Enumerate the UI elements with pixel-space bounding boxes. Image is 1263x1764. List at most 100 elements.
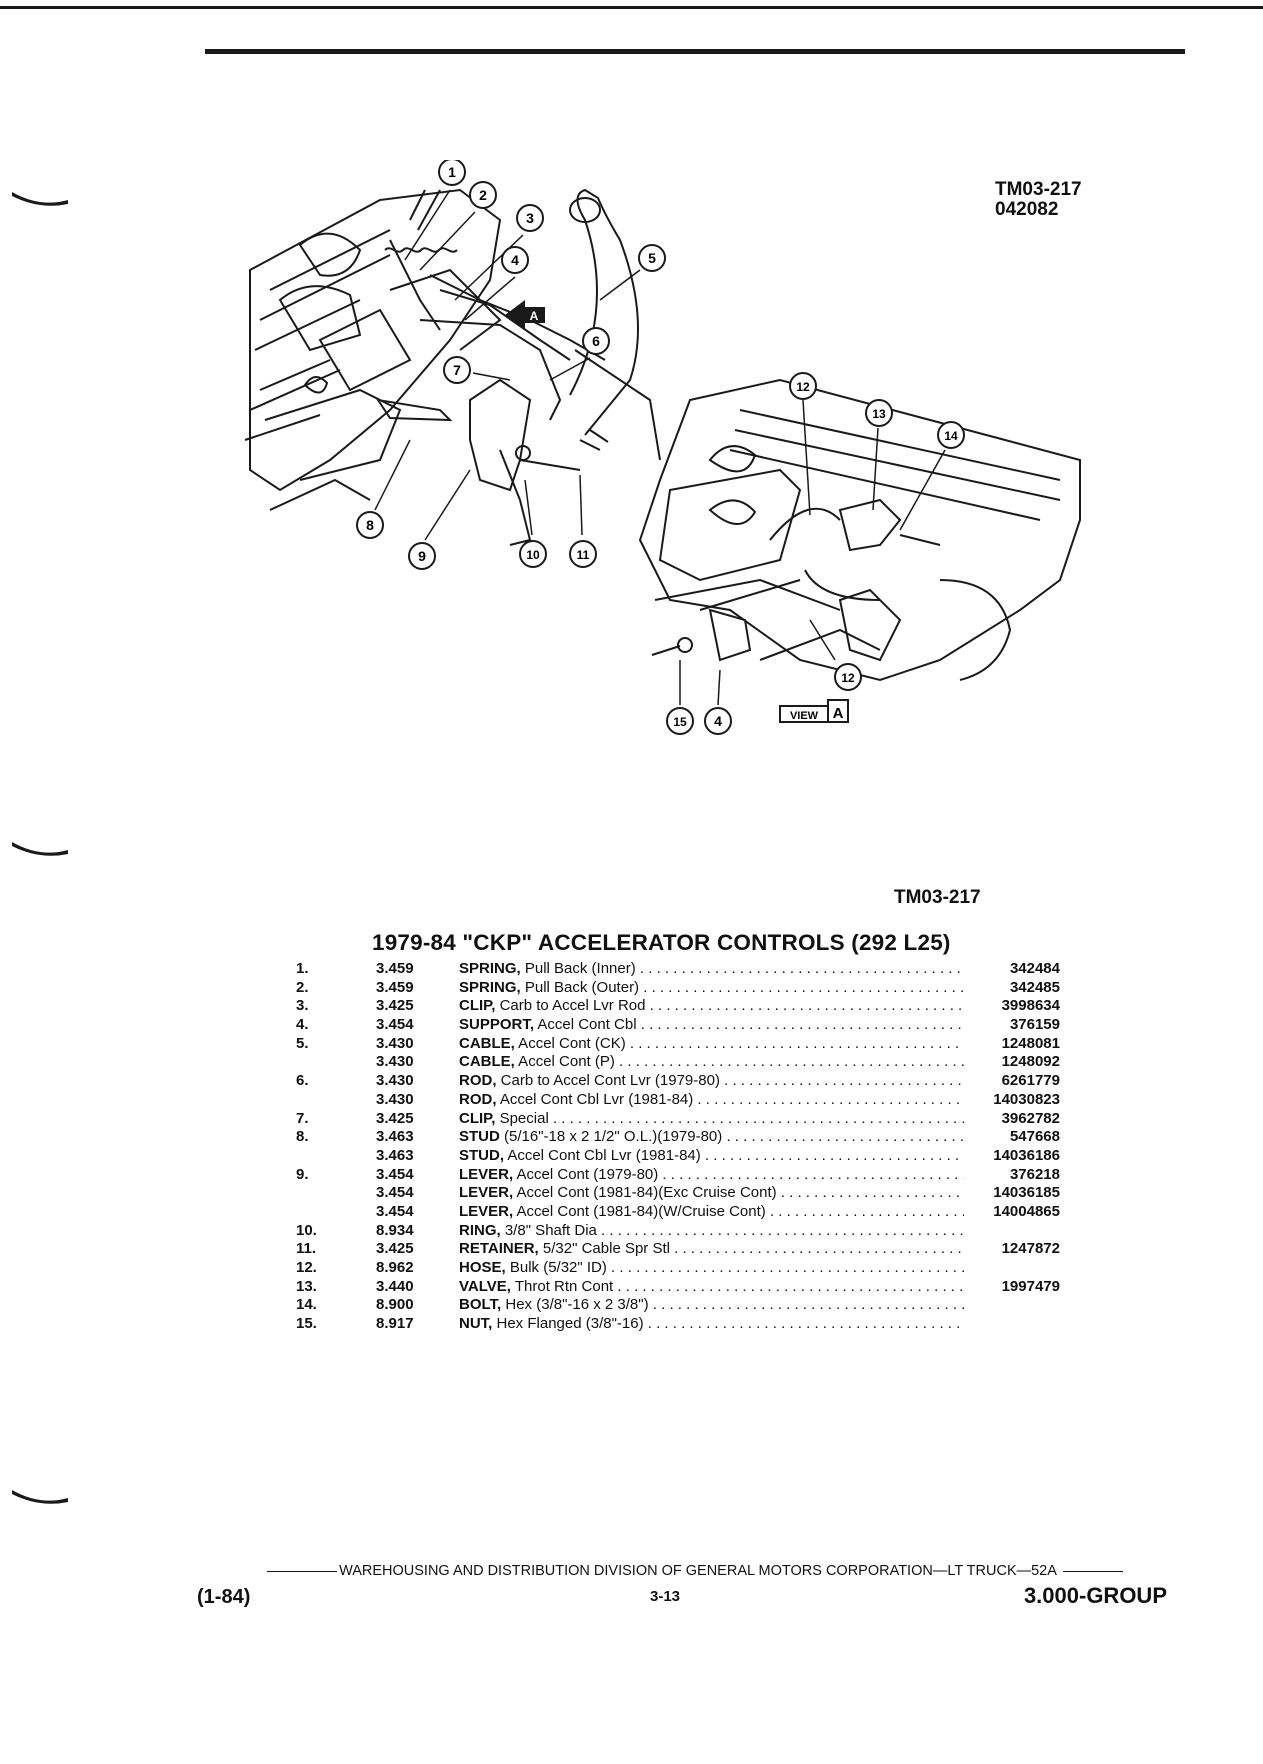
part-description: CABLE, Accel Cont (P) xyxy=(459,1053,964,1072)
group-number: 3.425 xyxy=(376,1240,414,1258)
part-name: NUT, xyxy=(459,1315,493,1333)
engine-left-sketch xyxy=(244,188,502,511)
part-description: ROD, Accel Cont Cbl Lvr (1981-84) xyxy=(459,1091,964,1110)
part-detail: 3/8" Shaft Dia xyxy=(500,1221,597,1239)
part-number: 14036186 xyxy=(993,1146,1060,1164)
callout-14: 14 xyxy=(937,421,965,449)
svg-text:2: 2 xyxy=(479,187,487,203)
part-detail: Accel Cont (P) xyxy=(514,1053,615,1071)
part-name: CABLE, xyxy=(459,1053,515,1071)
part-detail: Bulk (5/32" ID) xyxy=(505,1259,607,1276)
part-number: 1248092 xyxy=(1001,1053,1060,1071)
svg-text:12: 12 xyxy=(796,380,810,394)
part-description: STUD (5/16"-18 x 2 1/2" O.L.)(1979-80) xyxy=(459,1128,964,1147)
arrow-a-marker: A xyxy=(505,300,545,330)
part-detail: Pull Back (Inner) xyxy=(520,960,636,977)
svg-text:9: 9 xyxy=(418,548,426,564)
group-number: 3.430 xyxy=(376,1034,414,1052)
part-number: 1248081 xyxy=(1001,1034,1060,1052)
part-number: 376159 xyxy=(1009,1016,1060,1034)
view-label: VIEW xyxy=(790,710,819,722)
part-description: ROD, Carb to Accel Cont Lvr (1979-80) xyxy=(459,1072,964,1091)
part-detail: Carb to Accel Cont Lvr (1979-80) xyxy=(496,1072,720,1090)
part-name: CLIP, xyxy=(459,1109,496,1127)
callout-11: 11 xyxy=(569,540,597,568)
part-name: STUD xyxy=(459,1128,500,1146)
linkage-sketch xyxy=(375,188,661,546)
footer-group-label: 3.000-GROUP xyxy=(1023,1583,1167,1608)
group-number: 3.463 xyxy=(376,1128,414,1146)
item-number: 3. xyxy=(296,997,309,1015)
part-name: SUPPORT, xyxy=(459,1016,535,1034)
top-edge-rule xyxy=(0,6,1263,9)
group-number: 8.917 xyxy=(376,1315,414,1333)
part-detail: 5/32" Cable Spr Stl xyxy=(538,1240,670,1258)
svg-text:4: 4 xyxy=(511,252,519,268)
callout-15: 15 xyxy=(666,707,694,735)
callout-4: 4 xyxy=(501,246,529,274)
part-detail: Special xyxy=(495,1109,549,1127)
group-number: 3.454 xyxy=(376,1202,414,1220)
part-number: 14036185 xyxy=(993,1184,1060,1202)
svg-text:5: 5 xyxy=(648,250,656,266)
part-name: RING, xyxy=(459,1221,501,1239)
group-number: 3.454 xyxy=(376,1165,414,1183)
item-number: 15. xyxy=(296,1315,317,1333)
group-number: 3.463 xyxy=(376,1146,414,1164)
item-number: 7. xyxy=(296,1109,309,1127)
part-name: RETAINER, xyxy=(459,1240,539,1258)
part-detail: Accel Cont (1981-84)(Exc Cruise Cont) xyxy=(513,1184,777,1202)
view-letter: A xyxy=(833,705,844,722)
part-detail: Accel Cont Cbl Lvr (1981-84) xyxy=(504,1146,701,1164)
item-number: 13. xyxy=(296,1277,317,1295)
part-detail: Throt Rtn Cont xyxy=(510,1277,614,1295)
item-number: 1. xyxy=(296,960,309,977)
part-number: 547668 xyxy=(1009,1128,1060,1146)
callout-13: 13 xyxy=(865,399,893,427)
part-name: CLIP, xyxy=(459,997,496,1015)
part-description: SUPPORT, Accel Cont Cbl xyxy=(459,1016,964,1035)
group-number: 3.440 xyxy=(376,1277,414,1295)
group-number: 3.454 xyxy=(376,1016,414,1034)
section-title: 1979-84 "CKP" ACCELERATOR CONTROLS (292 … xyxy=(372,930,951,955)
item-number: 5. xyxy=(296,1034,309,1052)
part-number: 3998634 xyxy=(1001,997,1060,1015)
figure-code: TM03-217 xyxy=(995,179,1082,200)
item-number: 9. xyxy=(296,1165,309,1183)
group-number: 8.962 xyxy=(376,1259,414,1276)
svg-text:8: 8 xyxy=(366,517,374,533)
callout-9: 9 xyxy=(408,542,436,570)
svg-text:7: 7 xyxy=(453,362,461,378)
group-number: 3.454 xyxy=(376,1184,414,1202)
item-number: 6. xyxy=(296,1072,309,1090)
part-description: LEVER, Accel Cont (1979-80) xyxy=(459,1166,964,1185)
part-description: RING, 3/8" Shaft Dia xyxy=(459,1222,964,1241)
svg-text:6: 6 xyxy=(592,333,600,349)
part-description: LEVER, Accel Cont (1981-84)(Exc Cruise C… xyxy=(459,1184,964,1203)
part-number: 14030823 xyxy=(993,1090,1060,1108)
part-name: LEVER, xyxy=(459,1184,514,1202)
figure-reference-top: TM03-217 042082 xyxy=(995,180,1082,220)
callout-4-second: 4 xyxy=(704,707,732,735)
callout-12-second: 12 xyxy=(834,663,862,691)
callout-6: 6 xyxy=(582,327,610,355)
header-rule xyxy=(205,49,1185,54)
svg-text:11: 11 xyxy=(577,548,590,562)
part-number: 342485 xyxy=(1009,978,1060,996)
part-number: 6261779 xyxy=(1001,1072,1060,1090)
part-detail: Accel Cont Cbl Lvr (1981-84) xyxy=(496,1090,694,1108)
part-description: SPRING, Pull Back (Outer) xyxy=(459,979,964,998)
part-detail: (5/16"-18 x 2 1/2" O.L.)(1979-80) xyxy=(499,1128,723,1146)
binder-hole-mark xyxy=(12,842,68,856)
group-number: 8.934 xyxy=(376,1221,414,1239)
